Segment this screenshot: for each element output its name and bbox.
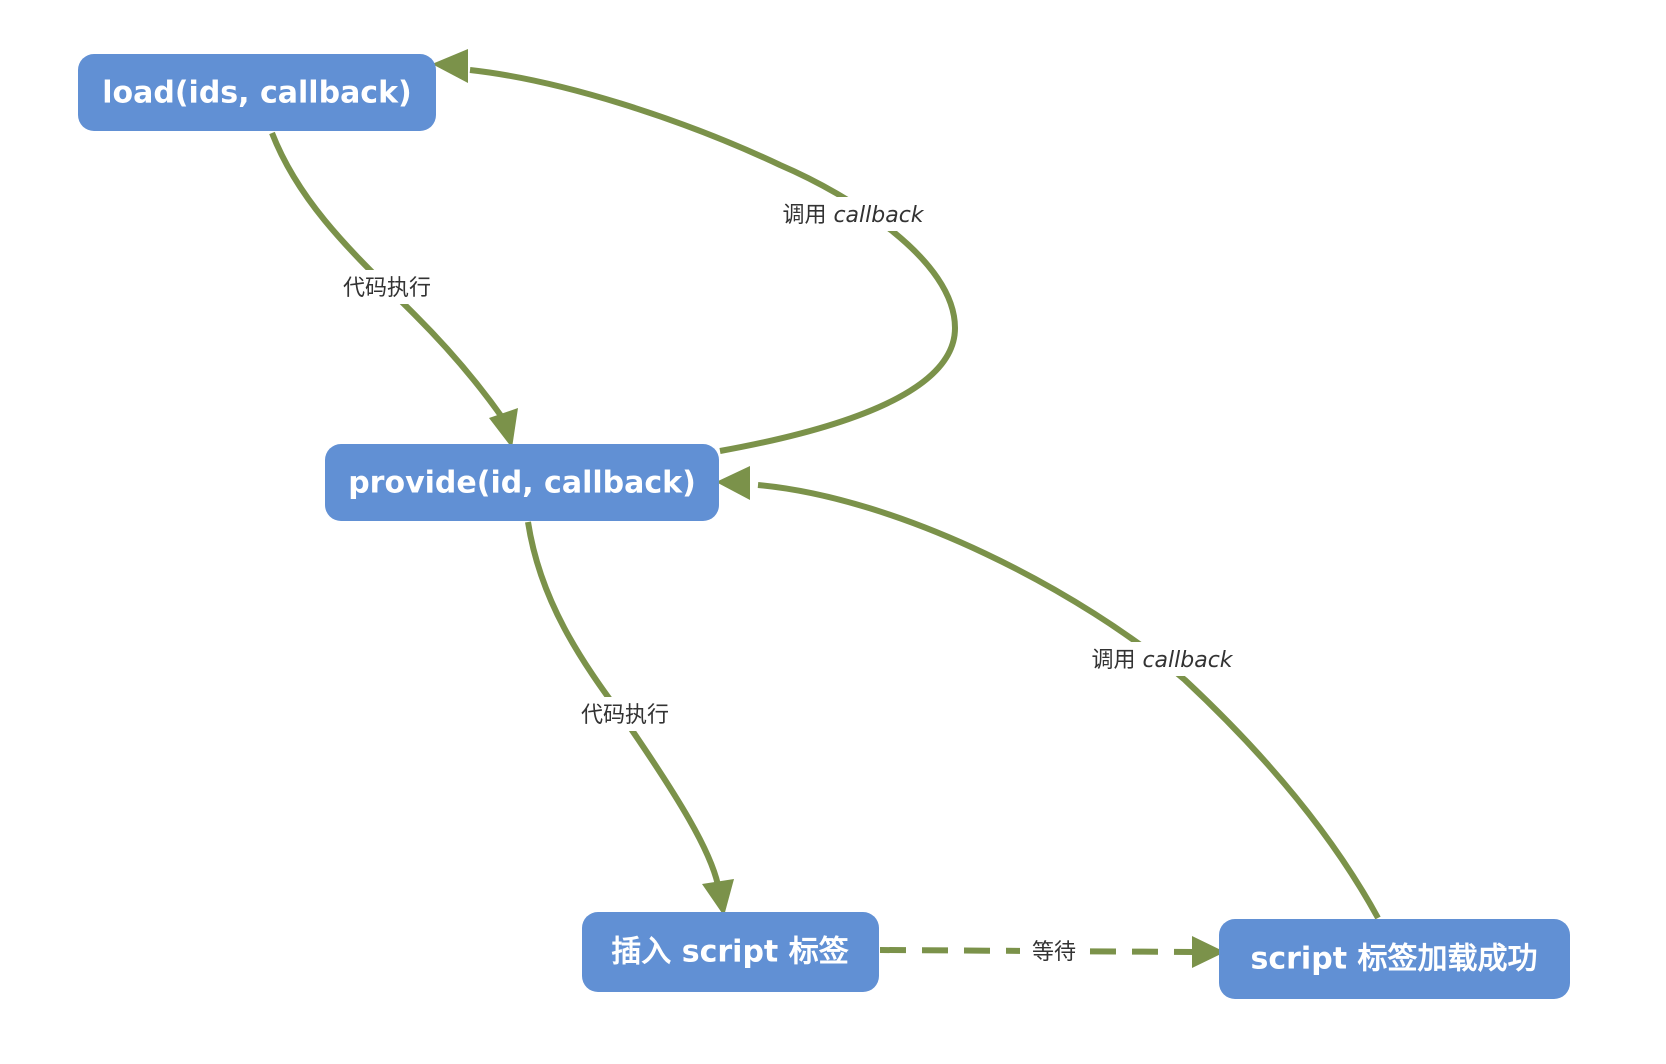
edge-label-load-to-provide: 代码执行 <box>343 276 431 301</box>
edge-load-to-provide: 代码执行 <box>269 131 518 448</box>
node-provide-box <box>325 444 719 521</box>
node-loaded-box <box>1219 919 1570 999</box>
node-load: load(ids, callback) <box>78 54 436 131</box>
edge-provide-to-load: 调用 callback <box>432 49 959 454</box>
edge-insert-to-loaded: 等待 <box>879 934 1225 968</box>
edge-loaded-to-provide-line <box>757 482 1381 920</box>
edge-label-bg <box>1082 642 1242 676</box>
edge-label-provide-to-insert: 代码执行 <box>581 703 669 728</box>
arrowhead-right-icon <box>1192 936 1225 968</box>
arrowhead-left-icon <box>716 466 750 500</box>
node-script-loaded: script 标签加载成功 <box>1219 919 1570 999</box>
edge-label-bg <box>336 270 438 304</box>
node-insert-label: 插入 script 标签 <box>611 935 848 970</box>
edge-provide-to-insert: 代码执行 <box>525 521 734 916</box>
node-load-box <box>78 54 436 131</box>
edge-label-insert-to-loaded: 等待 <box>1032 940 1076 965</box>
node-loaded-label: script 标签加载成功 <box>1251 942 1538 977</box>
edge-label-bg <box>574 697 676 731</box>
edge-insert-to-loaded-line <box>879 947 1196 955</box>
edge-loaded-to-provide: 调用 callback <box>716 466 1381 920</box>
edge-label-provide-to-load: 调用 callback <box>782 203 924 228</box>
arrowhead-down-icon <box>489 408 518 448</box>
edge-label-bg <box>773 197 933 231</box>
node-provide: provide(id, callback) <box>325 444 719 521</box>
arrowhead-down-icon <box>702 879 734 916</box>
edge-provide-to-load-line <box>469 67 959 454</box>
arrowhead-left-icon <box>432 49 468 83</box>
edge-label-bg <box>1020 934 1088 968</box>
node-insert-box <box>582 912 879 992</box>
edge-label-loaded-to-provide: 调用 callback <box>1091 648 1233 673</box>
node-insert-script: 插入 script 标签 <box>582 912 879 992</box>
node-provide-label: provide(id, callback) <box>348 466 696 501</box>
node-load-label: load(ids, callback) <box>102 76 412 111</box>
